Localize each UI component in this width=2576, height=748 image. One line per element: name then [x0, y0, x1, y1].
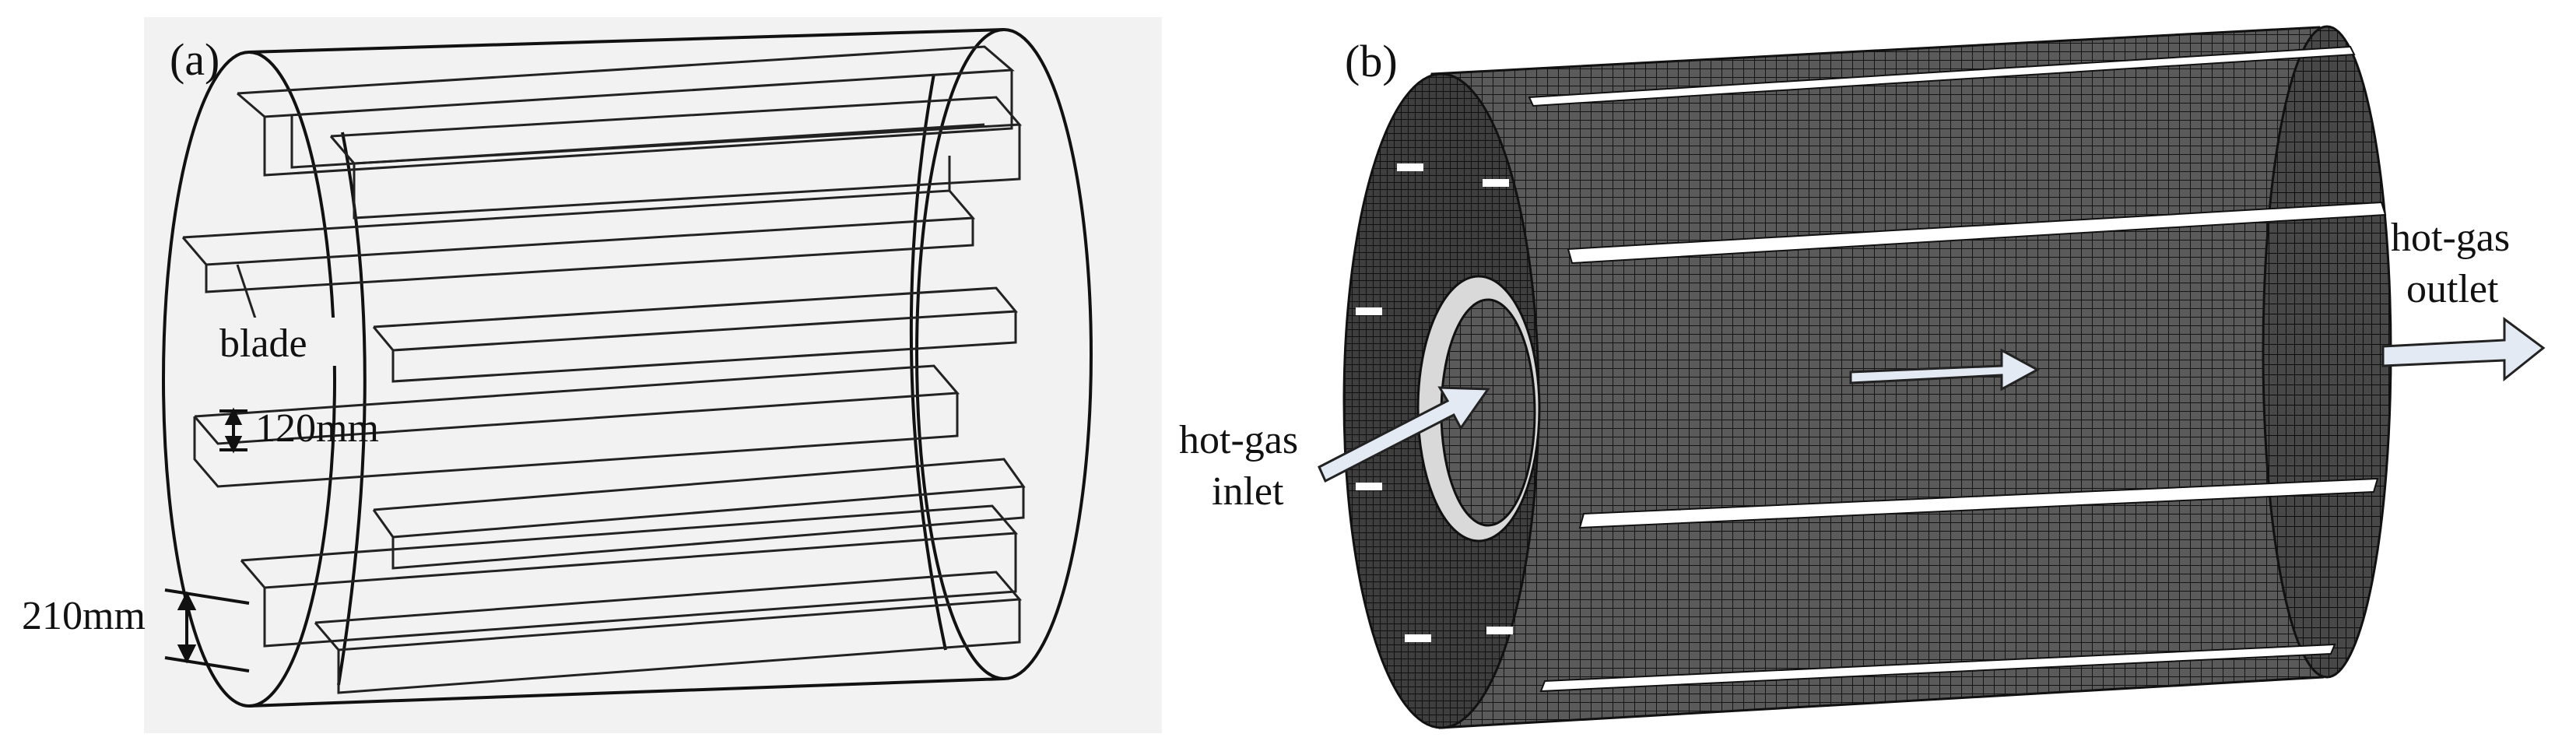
- blade-label-backdrop: [204, 318, 336, 366]
- blade: [240, 504, 1019, 648]
- inlet-arrow: [1318, 386, 1490, 483]
- top-silhouette: [248, 28, 1005, 54]
- panel-a-background: [144, 17, 1162, 733]
- blade: [237, 45, 1015, 177]
- inlet-label-line2: inlet: [1212, 469, 1284, 514]
- blade-label: blade: [219, 321, 307, 366]
- cylinder-wireframe: [162, 28, 1093, 708]
- flow-arrows: [1318, 317, 2546, 483]
- dimension-120mm-marker: [219, 407, 247, 454]
- outlet-label-line2: outlet: [2406, 267, 2499, 311]
- blade: [372, 286, 1019, 383]
- inlet-label-line1: hot-gas: [1179, 418, 1298, 462]
- blade: [193, 364, 960, 488]
- blade: [372, 458, 1026, 570]
- mesh-back-rim: [2262, 25, 2392, 679]
- panel-b: (b) hot-gas inlet hot-gas outlet: [1179, 25, 2546, 729]
- bottom-silhouette: [248, 677, 1005, 708]
- outlet-label-line1: hot-gas: [2391, 216, 2510, 260]
- blade: [329, 96, 1023, 219]
- outlet-arrow: [2381, 317, 2546, 382]
- mesh-blade-grooves: [1528, 45, 2387, 693]
- hub-back-arc: [909, 73, 947, 651]
- dim-120mm-label: 120mm: [255, 406, 379, 451]
- blade: [181, 156, 976, 293]
- dim-210mm-label: 210mm: [22, 594, 146, 638]
- blade: [314, 571, 1023, 694]
- dimension-210mm-marker: [164, 588, 250, 672]
- panel-a: (a) blade 120mm 210mm: [22, 17, 1162, 733]
- internal-flow-arrow: [1849, 348, 2041, 392]
- front-face-slots: [1356, 163, 1513, 642]
- blades: [181, 45, 1026, 694]
- panel-b-label: (b): [1345, 36, 1398, 86]
- panel-a-label: (a): [170, 34, 219, 85]
- blade-leader-line: [236, 264, 258, 324]
